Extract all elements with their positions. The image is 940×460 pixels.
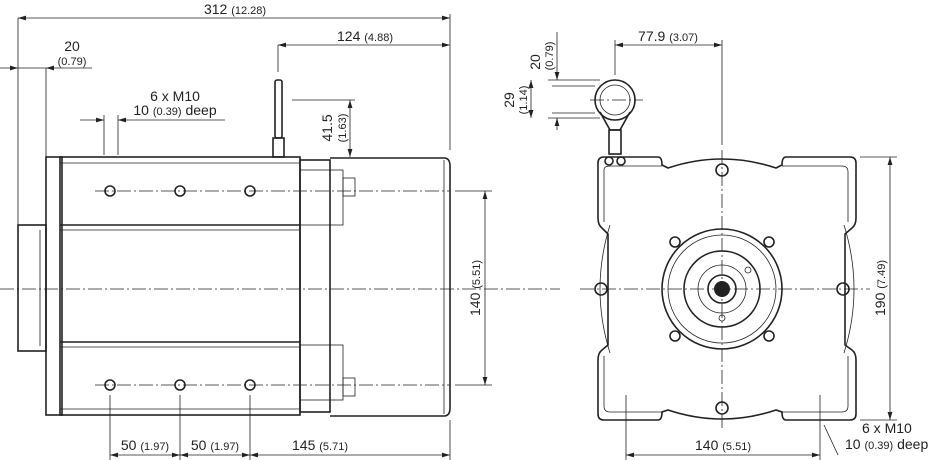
dim-hole-pitch-1: 50 (1.97) [121, 437, 169, 453]
dim-eye-top-inch: (0.79) [544, 42, 556, 71]
thread-note-line2: 10 (0.39) deep [133, 102, 216, 118]
screws [594, 163, 850, 415]
dim-flange: 20 [64, 38, 80, 54]
cable-eye [590, 79, 643, 166]
dim-hole-pitch-2: 50 (1.97) [191, 437, 239, 453]
dim-hole-spacing: 140 (5.51) [695, 437, 751, 453]
front-thread-note-line2: 10 (0.39) deep [845, 436, 928, 452]
dim-eye-dia: 29 [501, 92, 517, 108]
dim-height: 190 (7.49) [872, 260, 888, 316]
dim-eye-top: 20 [527, 54, 543, 70]
thread-note-line1: 6 x M10 [150, 88, 200, 104]
front-view: 77.9 (3.07) 20 (0.79) 29 (1.14) 190 (7.4… [501, 28, 928, 460]
dim-cable-offset: 124 (4.88) [337, 28, 393, 44]
dim-overall-length: 312 (12.28) [204, 1, 266, 17]
dim-cable-height-inch: (1.63) [337, 114, 349, 143]
dim-eye-dia-inch: (1.14) [518, 86, 530, 115]
dim-rear-length: 145 (5.71) [292, 437, 348, 453]
front-thread-note-line1: 6 x M10 [862, 420, 912, 436]
dim-flange-inch: (0.79) [58, 56, 87, 68]
mounting-holes [104, 185, 256, 391]
dim-hole-spacing-v: 140 (5.51) [467, 260, 483, 316]
cable-pin [272, 79, 285, 158]
dim-eye-offset: 77.9 (3.07) [638, 28, 698, 44]
side-view: 312 (12.28) 124 (4.88) 20 (0.79) 6 x M10… [0, 1, 560, 460]
dim-cable-height: 41.5 [319, 114, 335, 141]
